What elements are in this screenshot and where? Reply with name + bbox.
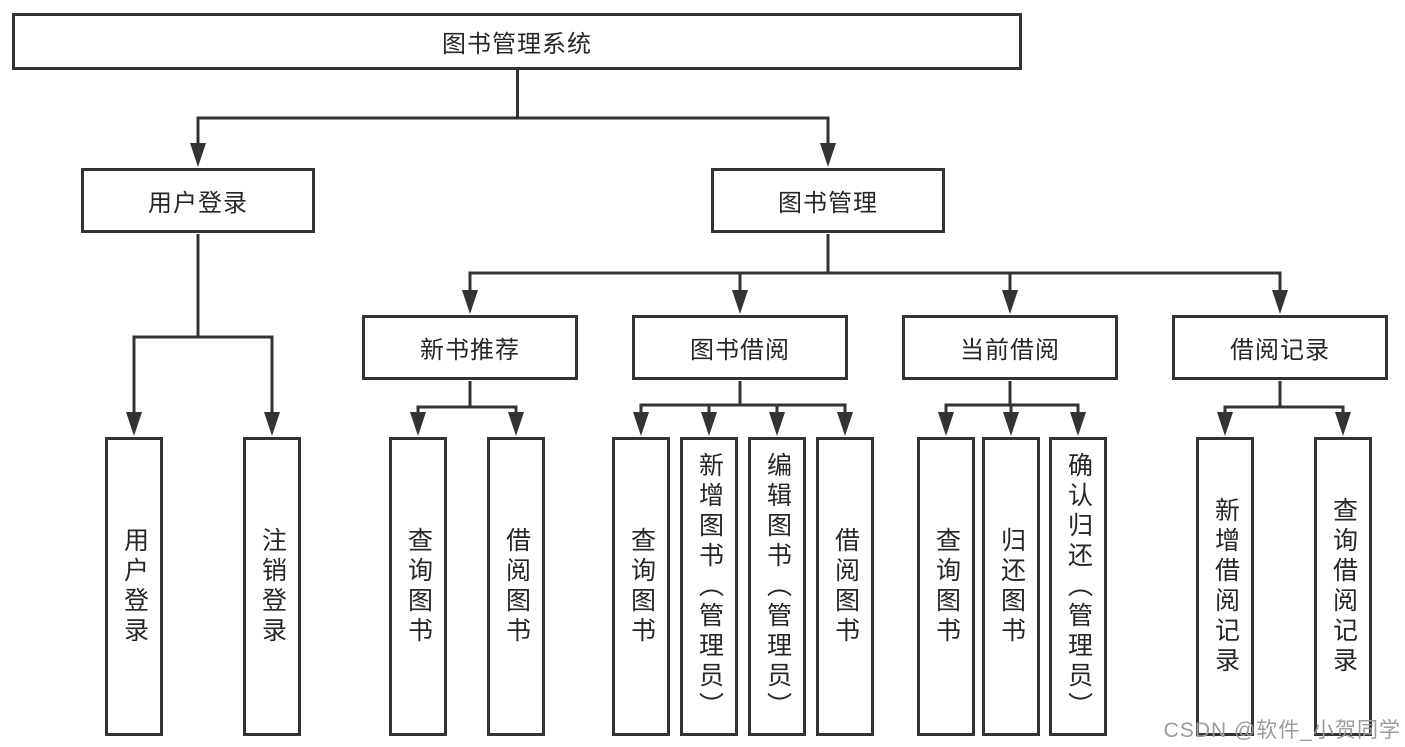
node-label: 确认归还（管理员）: [1064, 451, 1093, 722]
leaf-user-login: 用户登录: [105, 437, 163, 736]
node-label: 新书推荐: [420, 337, 520, 364]
node-user-login-group: 用户登录: [81, 168, 315, 233]
leaf-add-books-admin: 新增图书（管理员）: [680, 437, 738, 736]
node-label: 查询借阅记录: [1329, 496, 1358, 677]
node-label: 用户登录: [120, 526, 149, 647]
connector-stems: [132, 70, 1345, 418]
node-label: 编辑图书（管理员）: [763, 451, 792, 722]
leaf-return-books: 归还图书: [982, 437, 1040, 736]
leaf-add-borrow-record: 新增借阅记录: [1196, 437, 1254, 736]
node-label: 图书管理系统: [442, 31, 592, 58]
node-label: 注销登录: [258, 526, 287, 647]
node-label: 新增图书（管理员）: [695, 451, 724, 722]
node-label: 查询图书: [627, 526, 656, 647]
node-new-book-recommendation: 新书推荐: [362, 315, 578, 380]
leaf-query-books-current: 查询图书: [917, 437, 975, 736]
node-label: 图书借阅: [690, 337, 790, 364]
csdn-watermark: CSDN @软件_小贺同学: [1163, 719, 1401, 742]
node-label: 借阅图书: [502, 526, 531, 647]
arrowheads: [126, 143, 1351, 436]
node-label: 图书管理: [778, 190, 878, 217]
node-book-borrowing: 图书借阅: [632, 315, 848, 380]
node-label: 归还图书: [997, 526, 1026, 647]
node-label: 借阅图书: [831, 526, 860, 647]
node-label: 新增借阅记录: [1211, 496, 1240, 677]
node-borrowing-records: 借阅记录: [1172, 315, 1388, 380]
node-label: 查询图书: [932, 526, 961, 647]
leaf-borrow-books: 借阅图书: [816, 437, 874, 736]
node-current-borrowing: 当前借阅: [902, 315, 1118, 380]
leaf-logout: 注销登录: [243, 437, 301, 736]
node-label: 用户登录: [148, 190, 248, 217]
node-library-management-system: 图书管理系统: [12, 13, 1022, 70]
leaf-query-books-borrow: 查询图书: [612, 437, 670, 736]
leaf-query-books-recommend: 查询图书: [389, 437, 447, 736]
leaf-confirm-return-admin: 确认归还（管理员）: [1049, 437, 1107, 736]
node-label: 借阅记录: [1230, 337, 1330, 364]
node-book-management: 图书管理: [711, 168, 945, 233]
leaf-query-borrow-record: 查询借阅记录: [1314, 437, 1372, 736]
node-label: 当前借阅: [960, 337, 1060, 364]
node-label: 查询图书: [404, 526, 433, 647]
leaf-borrow-books-recommend: 借阅图书: [487, 437, 545, 736]
leaf-edit-books-admin: 编辑图书（管理员）: [748, 437, 806, 736]
